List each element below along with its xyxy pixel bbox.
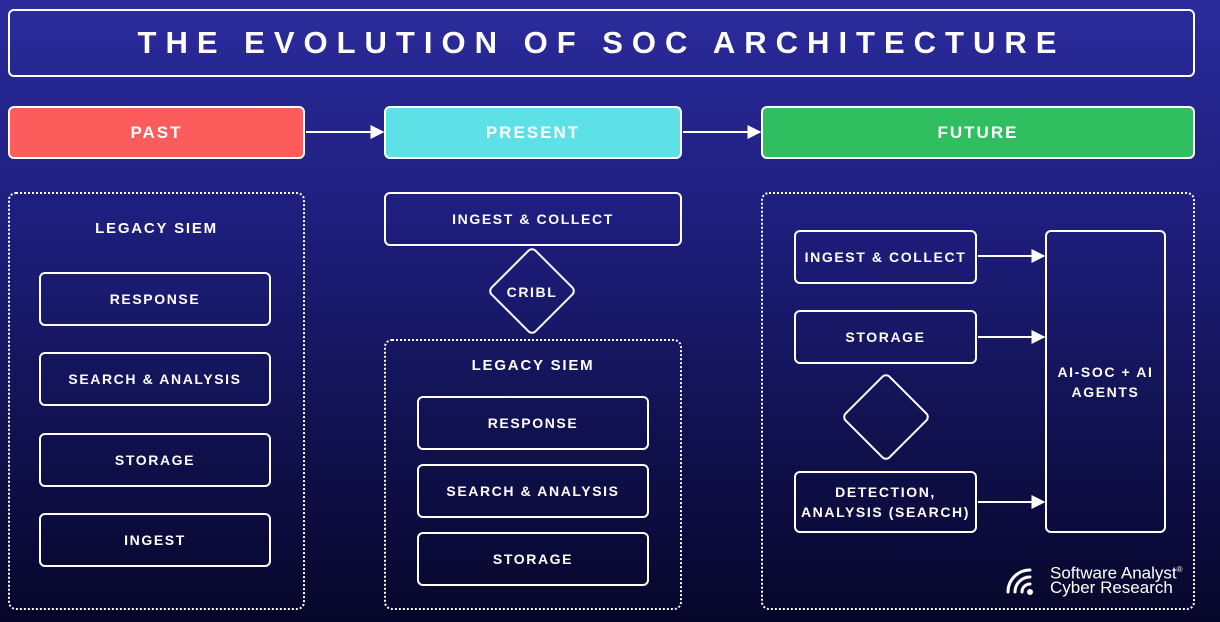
logo-registered-mark: ® [1176, 565, 1183, 574]
future-ingest-collect-box: INGEST & COLLECT [794, 230, 977, 284]
title-banner: THE EVOLUTION OF SOC ARCHITECTURE [8, 9, 1195, 77]
present-storage-label: STORAGE [492, 551, 574, 567]
ai-soc-agents-label-line1: AI-SOC + AI [1057, 363, 1154, 380]
signal-waves-icon [1006, 568, 1033, 595]
future-storage-label: STORAGE [845, 329, 926, 345]
present-legacy-siem-heading: LEGACY SIEM [471, 357, 595, 374]
future-ingest-collect-label: INGEST & COLLECT [804, 249, 967, 265]
phase-past-header: PAST [8, 106, 305, 159]
cribl-label: CRIBL [506, 284, 558, 300]
past-response-box: RESPONSE [39, 272, 271, 326]
logo-line2: Cyber Research [1050, 578, 1173, 597]
present-search-analysis-box: SEARCH & ANALYSIS [417, 464, 649, 518]
past-search-analysis-box: SEARCH & ANALYSIS [39, 352, 271, 406]
ai-soc-agents-box: AI-SOC + AI AGENTS [1045, 230, 1166, 533]
ai-soc-agents-label-line2: AGENTS [1071, 383, 1140, 400]
future-panel [761, 192, 1195, 610]
past-storage-box: STORAGE [39, 433, 271, 487]
present-legacy-siem-panel [384, 339, 682, 610]
future-detection-label-line2: ANALYSIS (SEARCH) [800, 504, 971, 520]
phase-past-label: PAST [130, 122, 183, 142]
phase-future-label: FUTURE [937, 122, 1019, 142]
past-search-analysis-label: SEARCH & ANALYSIS [68, 371, 242, 387]
past-ingest-label: INGEST [124, 532, 186, 548]
logo-line1: Software Analyst [1050, 563, 1177, 583]
future-detection-box: DETECTION, ANALYSIS (SEARCH) [794, 471, 977, 533]
software-analyst-logo: Software Analyst® Cyber Research [1003, 558, 1193, 600]
future-storage-box: STORAGE [794, 310, 977, 364]
page-title: THE EVOLUTION OF SOC ARCHITECTURE [137, 25, 1066, 60]
past-ingest-box: INGEST [39, 513, 271, 567]
present-search-analysis-label: SEARCH & ANALYSIS [446, 483, 620, 499]
phase-present-label: PRESENT [485, 122, 581, 142]
future-detection-label-line1: DETECTION, [835, 484, 936, 500]
past-legacy-siem-heading: LEGACY SIEM [95, 220, 218, 237]
present-ingest-collect-box: INGEST & COLLECT [384, 192, 682, 246]
present-response-box: RESPONSE [417, 396, 649, 450]
present-response-label: RESPONSE [487, 415, 579, 431]
present-ingest-collect-label: INGEST & COLLECT [452, 211, 614, 227]
phase-future-header: FUTURE [761, 106, 1195, 159]
phase-present-header: PRESENT [384, 106, 682, 159]
past-panel [8, 192, 305, 610]
past-storage-label: STORAGE [114, 452, 196, 468]
past-response-label: RESPONSE [109, 291, 201, 307]
present-storage-box: STORAGE [417, 532, 649, 586]
